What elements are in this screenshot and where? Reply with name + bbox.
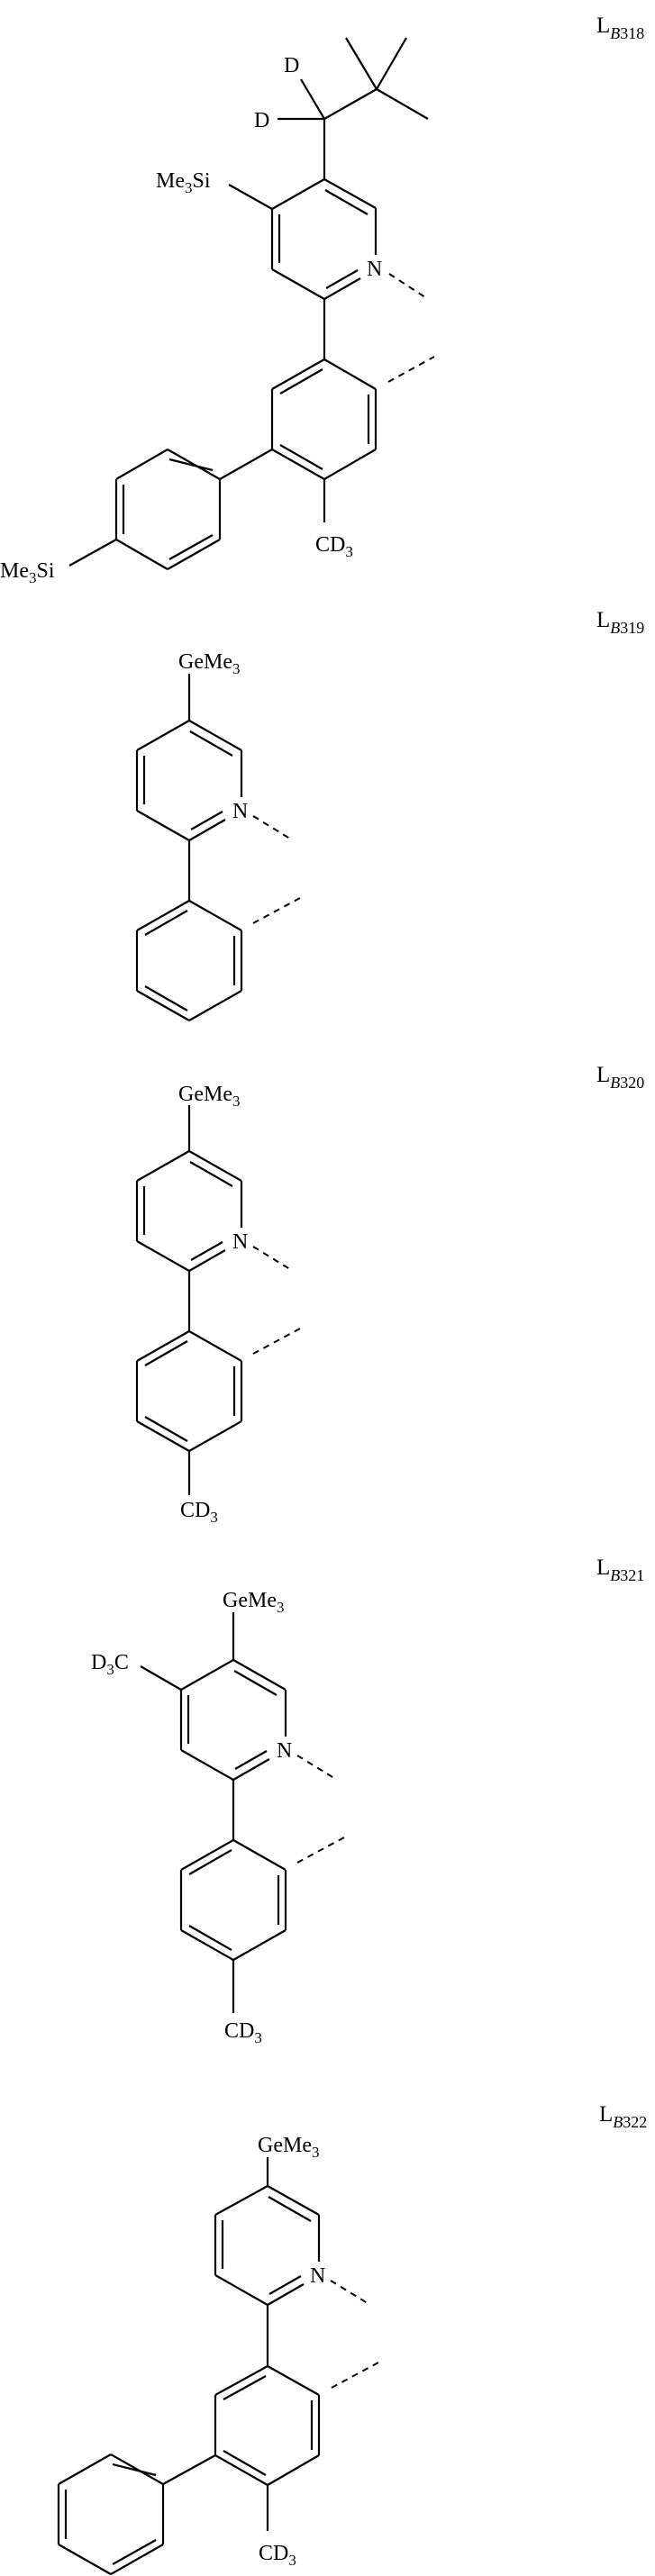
ligand-lb319: LB319 GeMe3 N [135, 608, 644, 1021]
ligand-lb320: LB320 GeMe3 N CD3 [135, 1063, 644, 1526]
trimethylsilyl-label: Me3Si [0, 559, 55, 586]
ligand-label-lb319: LB319 [596, 608, 644, 637]
ligand-label-lb321: LB321 [596, 1556, 644, 1584]
nitrogen-atom: N [232, 800, 248, 823]
nitrogen-atom: N [232, 1230, 248, 1254]
cd3-label: D3C [91, 1651, 129, 1678]
ligand-lb321: LB321 GeMe3 N D3C CD3 [91, 1556, 644, 2046]
trimethylgermyl-label: GeMe3 [178, 1083, 240, 1110]
ligand-label-lb320: LB320 [596, 1063, 644, 1092]
deuterium-label: D [254, 109, 269, 132]
cd3-label: CD3 [180, 1499, 218, 1526]
ligand-label-lb322: LB322 [599, 2102, 647, 2131]
nitrogen-atom: N [367, 258, 382, 281]
trimethylgermyl-label: GeMe3 [258, 2134, 319, 2161]
trimethylsilyl-label: Me3Si [156, 169, 211, 196]
cd3-label: CD3 [259, 2542, 296, 2569]
cd3-label: CD3 [315, 533, 353, 560]
ligand-lb318: LB318 D D N Me3Si [0, 14, 644, 586]
ligand-lb322: LB322 GeMe3 N CD3 [57, 2102, 647, 2575]
deuterium-label: D [284, 54, 299, 77]
trimethylgermyl-label: GeMe3 [178, 650, 240, 677]
nitrogen-atom: N [277, 1739, 292, 1763]
trimethylgermyl-label: GeMe3 [223, 1589, 284, 1616]
nitrogen-atom: N [310, 2264, 325, 2288]
cd3-label: CD3 [224, 2019, 262, 2046]
ligand-label-lb318: LB318 [596, 14, 644, 42]
